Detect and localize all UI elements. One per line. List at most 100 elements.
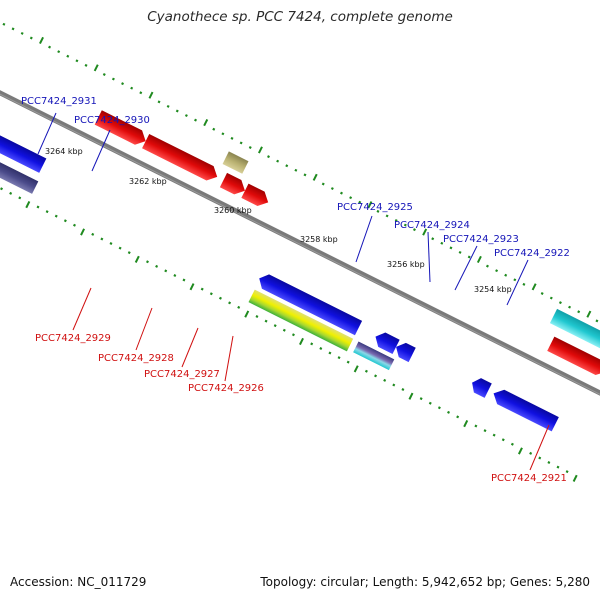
tick-outer-33 <box>273 324 277 328</box>
callout-line-2921 <box>529 424 550 471</box>
gene-blue-5[interactable] <box>256 271 363 336</box>
tick-outer-4 <box>538 456 542 460</box>
gene-yellow-1[interactable] <box>248 289 354 352</box>
gene-label-2931[interactable]: PCC7424_2931 <box>21 96 97 107</box>
callout-line-2931 <box>37 112 57 155</box>
tick-outer-27 <box>328 351 332 355</box>
gene-red-4[interactable] <box>142 133 221 184</box>
tick-inner-70 <box>2 22 6 26</box>
tick-inner-30 <box>367 201 373 209</box>
accession-text: Accession: NC_011729 <box>10 575 147 589</box>
gene-purple-1[interactable] <box>0 149 39 194</box>
reverse-callouts <box>72 287 550 471</box>
gene-label-2924[interactable]: PCC7424_2924 <box>394 220 470 231</box>
tick-inner-66 <box>39 36 44 44</box>
tick-inner-8 <box>568 305 572 309</box>
tick-outer-18 <box>408 392 414 400</box>
genome-backbone-highlight <box>0 51 600 407</box>
forward-gene-labels: PCC7424_2931 PCC7424_2930 PCC7424_2925 P… <box>21 96 570 259</box>
tick-outer-56 <box>63 219 67 223</box>
tick-outer-52 <box>100 237 104 241</box>
tick-outer-13 <box>456 415 460 419</box>
gene-blue-2[interactable] <box>469 375 492 398</box>
tick-inner-46 <box>221 132 225 136</box>
tick-outer-14 <box>447 410 451 414</box>
tick-inner-68 <box>20 31 24 35</box>
tick-inner-52 <box>166 104 170 108</box>
callout-line-2924 <box>427 231 431 283</box>
gene-label-2925[interactable]: PCC7424_2925 <box>337 202 413 213</box>
tick-inner-32 <box>349 196 353 200</box>
genome-backbone <box>0 48 600 407</box>
tick-inner-9 <box>558 301 562 305</box>
gene-label-2927[interactable]: PCC7424_2927 <box>144 369 220 380</box>
tick-inner-55 <box>139 91 143 95</box>
tick-row-outer <box>0 187 578 482</box>
tick-outer-60 <box>25 201 31 209</box>
callout-line-2926 <box>224 335 234 382</box>
tick-outer-39 <box>218 296 222 300</box>
tick-outer-5 <box>529 451 533 455</box>
gene-blue-3[interactable] <box>392 340 416 363</box>
tick-inner-7 <box>577 310 581 314</box>
tick-inner-65 <box>48 45 52 49</box>
gene-label-2923[interactable]: PCC7424_2923 <box>443 234 519 245</box>
tick-outer-25 <box>346 360 350 364</box>
tick-inner-16 <box>495 269 499 273</box>
tick-inner-63 <box>66 54 70 58</box>
tick-inner-50 <box>184 114 188 118</box>
tick-inner-29 <box>376 209 380 213</box>
gene-label-2922[interactable]: PCC7424_2922 <box>494 248 570 259</box>
gene-label-2921[interactable]: PCC7424_2921 <box>491 473 567 484</box>
gene-stripe-1[interactable] <box>353 341 395 371</box>
gene-label-2928[interactable]: PCC7424_2928 <box>98 353 174 364</box>
tick-outer-8 <box>501 438 505 442</box>
tick-inner-10 <box>549 296 553 300</box>
tick-inner-43 <box>248 146 252 149</box>
gene-red-1[interactable] <box>547 336 600 379</box>
scale-label-3264: 3264 kbp <box>45 147 83 156</box>
linear-track <box>0 22 600 482</box>
tick-outer-21 <box>383 378 387 382</box>
gene-red-3[interactable] <box>219 172 249 198</box>
tick-outer-34 <box>264 319 268 323</box>
callout-line-2923 <box>454 245 478 291</box>
callout-line-2922 <box>506 259 529 306</box>
tick-outer-20 <box>392 383 396 387</box>
gene-label-2926[interactable]: PCC7424_2926 <box>188 383 264 394</box>
gene-label-2930[interactable]: PCC7424_2930 <box>74 115 150 126</box>
tick-outer-7 <box>510 442 514 446</box>
gene-blue-1[interactable] <box>490 386 559 432</box>
tick-outer-43 <box>182 278 186 282</box>
gene-olive-1[interactable] <box>222 151 249 174</box>
tick-inner-49 <box>194 118 197 122</box>
tick-inner-67 <box>29 36 33 40</box>
tick-inner-37 <box>303 173 307 177</box>
callout-line-2925 <box>355 215 373 263</box>
tick-outer-15 <box>437 406 441 410</box>
tick-outer-32 <box>282 328 286 332</box>
gene-red-5[interactable] <box>94 110 150 148</box>
gene-label-2929[interactable]: PCC7424_2929 <box>35 333 111 344</box>
tick-inner-22 <box>440 241 444 245</box>
gene-blue-4[interactable] <box>372 329 400 355</box>
tick-outer-50 <box>118 246 122 250</box>
gene-red-2[interactable] <box>241 183 271 210</box>
tick-inner-33 <box>340 191 343 195</box>
tick-inner-23 <box>431 237 435 241</box>
tick-inner-13 <box>522 282 526 286</box>
gene-blue-6[interactable] <box>0 127 47 173</box>
tick-outer-2 <box>556 465 560 469</box>
callout-line-2929 <box>72 287 92 331</box>
tick-inner-42 <box>257 146 263 154</box>
gene-cyan-1[interactable] <box>549 308 600 352</box>
tick-inner-25 <box>412 228 416 232</box>
tick-inner-47 <box>212 127 216 131</box>
scale-label-3262: 3262 kbp <box>129 177 167 186</box>
tick-outer-28 <box>319 346 323 350</box>
scale-label-3260: 3260 kbp <box>214 206 252 215</box>
tick-outer-51 <box>109 242 113 246</box>
tick-outer-58 <box>45 210 49 214</box>
tick-outer-37 <box>237 305 241 309</box>
